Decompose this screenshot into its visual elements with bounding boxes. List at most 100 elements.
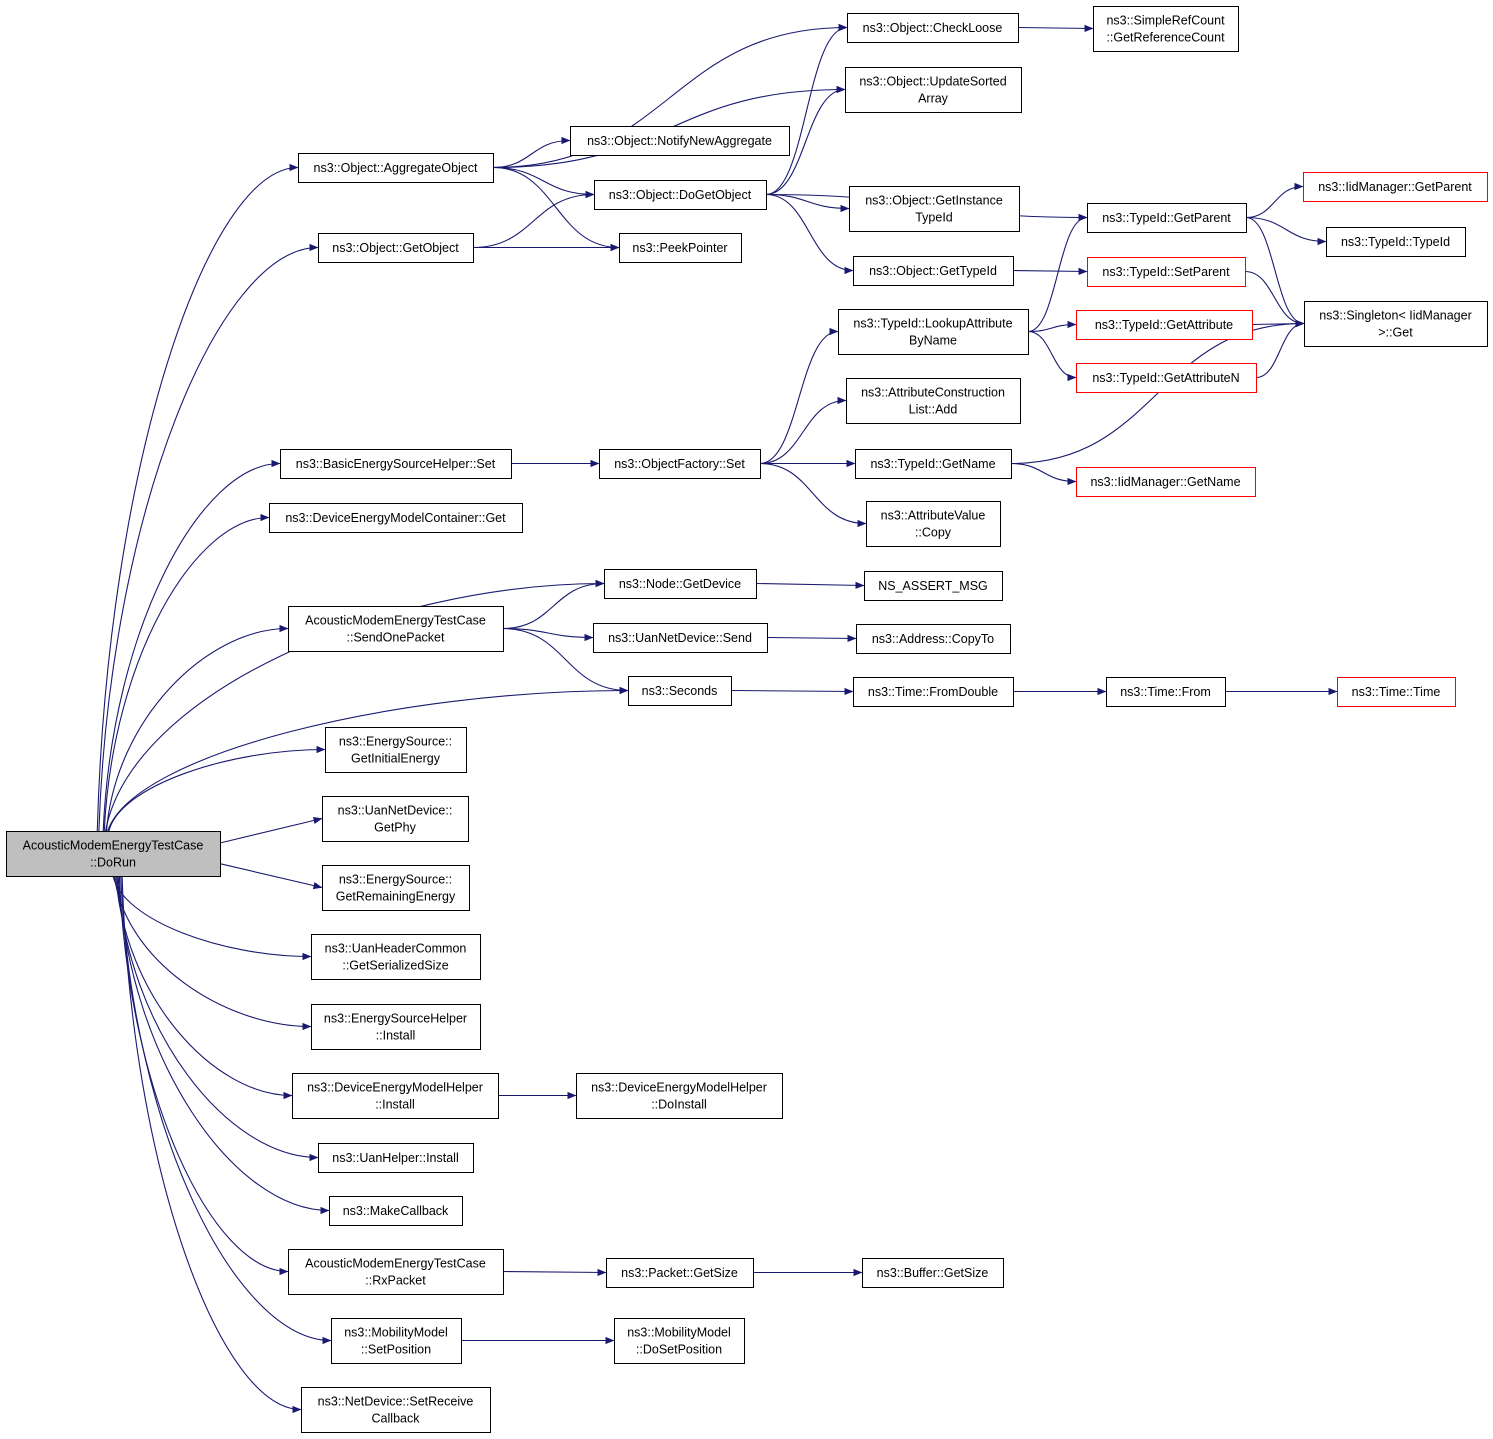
edge-root-to-rxpacket [118, 875, 289, 1276]
node-demh-doinstall[interactable]: ns3::DeviceEnergyModelHelper::DoInstall [576, 1073, 783, 1119]
node-getrefcount[interactable]: ns3::SimpleRefCount::GetReferenceCount [1093, 6, 1239, 52]
node-tid-getname[interactable]: ns3::TypeId::GetName [855, 449, 1012, 479]
node-box [1087, 203, 1247, 233]
node-box [1087, 257, 1246, 287]
node-box [866, 501, 1001, 547]
node-box [853, 677, 1014, 707]
node-iid-getparent[interactable]: ns3::IidManager::GetParent [1303, 172, 1488, 202]
node-label: ns3::Address::CopyTo [872, 632, 994, 646]
node-label: ns3::UanNetDevice::Send [608, 631, 752, 645]
node-label: ::DoRun [90, 856, 136, 870]
node-box [1326, 227, 1466, 257]
node-seconds[interactable]: ns3::Seconds [628, 676, 732, 706]
node-label: ns3::EnergySource:: [339, 735, 452, 749]
node-assertmsg[interactable]: NS_ASSERT_MSG [864, 571, 1003, 601]
node-label: ns3::DeviceEnergyModelContainer::Get [285, 511, 506, 525]
edge-tid-getattrn-to-singleton-get [1255, 319, 1305, 379]
node-label: ns3::Object::GetObject [332, 241, 459, 255]
node-getobject[interactable]: ns3::Object::GetObject [318, 233, 474, 263]
edge-aggregate-to-notifynew [492, 136, 571, 169]
node-uanhelper[interactable]: ns3::UanHelper::Install [318, 1143, 474, 1173]
node-uan-send[interactable]: ns3::UanNetDevice::Send [593, 623, 768, 653]
nodes-layer: AcousticModemEnergyTestCase::DoRun ns3::O… [6, 6, 1488, 1433]
node-label: ns3::Buffer::GetSize [877, 1266, 989, 1280]
edge-root-to-node-getdev [105, 579, 605, 832]
node-label: ns3::Node::GetDevice [619, 577, 741, 591]
node-tid-getparent[interactable]: ns3::TypeId::GetParent [1087, 203, 1247, 233]
node-av-copy[interactable]: ns3::AttributeValue::Copy [866, 501, 1001, 547]
node-peek[interactable]: ns3::PeekPointer [619, 233, 742, 263]
node-rxpacket[interactable]: AcousticModemEnergyTestCase::RxPacket [288, 1249, 504, 1295]
node-node-getdev[interactable]: ns3::Node::GetDevice [604, 569, 757, 599]
node-tid-setparent[interactable]: ns3::TypeId::SetParent [1087, 257, 1246, 287]
node-label: ns3::SimpleRefCount [1106, 14, 1225, 28]
node-label: ns3::Object::NotifyNewAggregate [587, 134, 772, 148]
node-bes-set[interactable]: ns3::BasicEnergySourceHelper::Set [280, 449, 512, 479]
node-label: ns3::Seconds [642, 684, 718, 698]
node-esh-install[interactable]: ns3::EnergySourceHelper::Install [311, 1004, 481, 1050]
node-sendone[interactable]: AcousticModemEnergyTestCase::SendOnePack… [288, 606, 504, 652]
edge-aggregate-to-checkloose [492, 23, 848, 169]
edge-rxpacket-to-pkt-getsize [502, 1268, 607, 1277]
node-getinit[interactable]: ns3::EnergySource::GetInitialEnergy [325, 727, 467, 773]
node-getrem[interactable]: ns3::EnergySource::GetRemainingEnergy [322, 865, 470, 911]
node-label: GetInitialEnergy [351, 752, 441, 766]
edge-tid-getparent-to-tid-typeid [1245, 216, 1327, 246]
node-checkloose[interactable]: ns3::Object::CheckLoose [847, 13, 1019, 43]
node-box [298, 153, 494, 183]
node-label: ns3::TypeId::TypeId [1341, 235, 1450, 249]
node-label: ::SetPosition [361, 1343, 431, 1357]
node-label: NS_ASSERT_MSG [878, 579, 988, 593]
node-box [1304, 301, 1488, 347]
node-tid-getattr[interactable]: ns3::TypeId::GetAttribute [1076, 310, 1253, 340]
node-tid-typeid[interactable]: ns3::TypeId::TypeId [1326, 227, 1466, 257]
node-label: AcousticModemEnergyTestCase [23, 839, 204, 853]
node-time-from[interactable]: ns3::Time::From [1106, 677, 1226, 707]
node-box [331, 1318, 462, 1364]
node-of-set[interactable]: ns3::ObjectFactory::Set [599, 449, 761, 479]
edge-dogetobject-to-checkloose [765, 23, 848, 196]
node-box [606, 1258, 754, 1288]
node-getphy[interactable]: ns3::UanNetDevice::GetPhy [322, 796, 469, 842]
node-root: AcousticModemEnergyTestCase::DoRun [6, 831, 221, 877]
edge-root-to-seconds [107, 686, 629, 832]
node-aggregate[interactable]: ns3::Object::AggregateObject [298, 153, 494, 183]
node-label: ns3::MobilityModel [344, 1326, 448, 1340]
node-mm-setpos[interactable]: ns3::MobilityModel::SetPosition [331, 1318, 462, 1364]
node-demh-install[interactable]: ns3::DeviceEnergyModelHelper::Install [292, 1073, 499, 1119]
node-addr-copyto[interactable]: ns3::Address::CopyTo [856, 624, 1011, 654]
node-box [280, 449, 512, 479]
node-tid-getattrn[interactable]: ns3::TypeId::GetAttributeN [1076, 363, 1257, 393]
node-dogetobject[interactable]: ns3::Object::DoGetObject [594, 180, 767, 210]
node-label: ns3::TypeId::GetAttributeN [1092, 371, 1239, 385]
edge-lookupattr-to-tid-getattr [1027, 320, 1077, 333]
node-notifynew[interactable]: ns3::Object::NotifyNewAggregate [570, 126, 790, 156]
node-fromdouble[interactable]: ns3::Time::FromDouble [853, 677, 1014, 707]
node-uanhdr[interactable]: ns3::UanHeaderCommon::GetSerializedSize [311, 934, 481, 980]
node-label: GetRemainingEnergy [336, 890, 456, 904]
node-singleton-get[interactable]: ns3::Singleton< IidManager >::Get [1304, 301, 1488, 347]
node-label: ns3::MakeCallback [343, 1204, 449, 1218]
node-time-time[interactable]: ns3::Time::Time [1337, 677, 1456, 707]
node-box [1076, 467, 1256, 497]
node-makecb[interactable]: ns3::MakeCallback [329, 1196, 463, 1226]
node-box [594, 180, 767, 210]
node-box [292, 1073, 499, 1119]
node-mm-dosetpos[interactable]: ns3::MobilityModel::DoSetPosition [614, 1318, 745, 1364]
edge-sendone-to-seconds [502, 627, 629, 695]
node-pkt-getsize[interactable]: ns3::Packet::GetSize [606, 1258, 754, 1288]
node-demc-get[interactable]: ns3::DeviceEnergyModelContainer::Get [269, 503, 523, 533]
edge-dogetobject-to-obj-gettypeid [765, 193, 854, 275]
node-box [838, 309, 1029, 355]
node-buf-getsize[interactable]: ns3::Buffer::GetSize [862, 1258, 1004, 1288]
node-box [1093, 6, 1239, 52]
node-label: ns3::IidManager::GetParent [1318, 180, 1472, 194]
node-obj-gettypeid[interactable]: ns3::Object::GetTypeId [853, 256, 1014, 286]
node-iid-getname[interactable]: ns3::IidManager::GetName [1076, 467, 1256, 497]
